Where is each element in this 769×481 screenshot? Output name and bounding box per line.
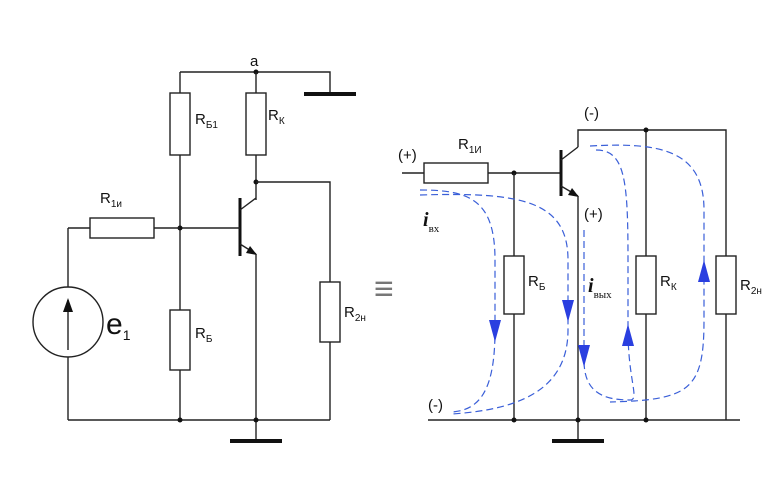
input-loop-inner bbox=[419, 193, 569, 415]
output-loop-r2n bbox=[589, 144, 705, 403]
arrow-emitter bbox=[562, 300, 574, 322]
polarity-bottom-minus: (-) bbox=[428, 397, 443, 414]
resistor-r2n-label: R2н bbox=[344, 304, 366, 324]
current-in-label: iвх bbox=[423, 209, 440, 235]
resistor-rb bbox=[169, 309, 191, 371]
right-circuit: R1И (+) (-) (+) RБ RК R2н bbox=[398, 105, 762, 443]
polarity-input-plus: (+) bbox=[398, 147, 417, 164]
arrow-rk-up bbox=[622, 324, 634, 346]
resistor-r1i-right-label: R1И bbox=[458, 136, 482, 156]
resistor-r1i-label: R1и bbox=[100, 190, 122, 210]
resistor-rk bbox=[245, 92, 267, 156]
equivalence-sign: ≡ bbox=[374, 270, 394, 308]
resistor-rb-right-label: RБ bbox=[528, 273, 546, 293]
resistor-rb1-label: RБ1 bbox=[195, 111, 218, 131]
transistor-symbol bbox=[238, 197, 257, 256]
resistor-rb-right bbox=[503, 255, 525, 315]
resistor-r2n-right bbox=[715, 255, 737, 315]
node-a-label: a bbox=[250, 53, 259, 70]
transistor-symbol-right bbox=[559, 146, 579, 197]
resistor-r2n bbox=[319, 281, 341, 343]
polarity-emitter-plus: (+) bbox=[584, 206, 603, 223]
current-out-label: iвых bbox=[588, 275, 612, 301]
top-rail bbox=[180, 71, 331, 93]
output-loop-rk-down bbox=[595, 149, 629, 261]
resistor-rb1 bbox=[169, 92, 191, 156]
output-loop-rk bbox=[583, 230, 635, 401]
left-circuit: a RБ1 RК R1и bbox=[32, 53, 366, 443]
voltage-source-label: e1 bbox=[106, 308, 131, 343]
arrow-emitter-low bbox=[578, 345, 590, 367]
resistor-r1i-right bbox=[423, 162, 489, 184]
current-flow-paths bbox=[419, 144, 710, 415]
arrow-r2n-up bbox=[698, 260, 710, 282]
resistor-rb-label: RБ bbox=[195, 325, 213, 345]
resistor-rk-right-label: RК bbox=[660, 273, 677, 293]
resistor-rk-right bbox=[635, 255, 657, 315]
resistor-r2n-right-label: R2н bbox=[740, 277, 762, 297]
resistor-r1i bbox=[89, 217, 155, 239]
polarity-collector-minus: (-) bbox=[584, 105, 599, 122]
resistor-rk-label: RК bbox=[268, 107, 285, 127]
arrow-rb bbox=[489, 320, 501, 342]
